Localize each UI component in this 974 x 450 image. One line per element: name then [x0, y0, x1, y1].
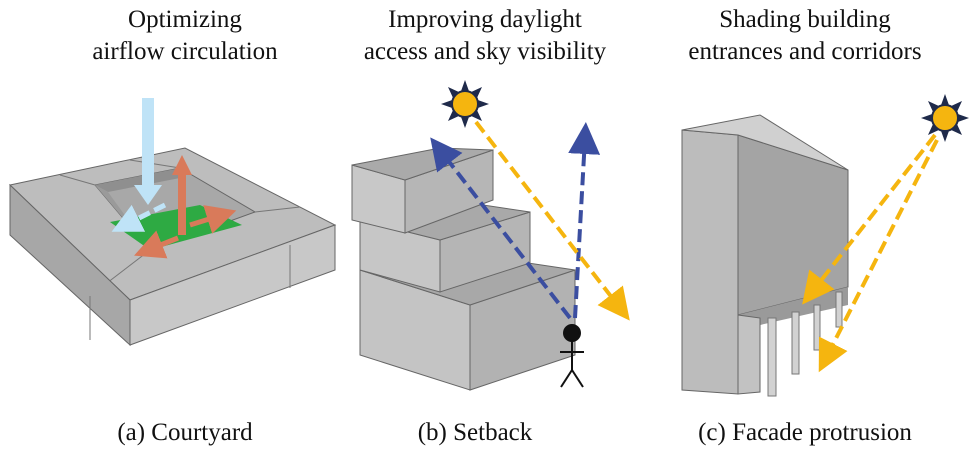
- panel-b-title: Improving daylight access and sky visibi…: [363, 6, 607, 65]
- sun-icon: [441, 80, 489, 128]
- panel-c-title: Shading building entrances and corridors: [688, 6, 922, 65]
- shading-rays: [802, 133, 939, 373]
- courtyard-building: [8, 147, 337, 347]
- protrusion-building: [681, 114, 849, 397]
- airflow-arrows: [111, 98, 237, 259]
- sun-icon: [921, 94, 969, 142]
- panel-b-caption: (b) Setback: [417, 419, 533, 446]
- setback-building: [351, 147, 576, 391]
- sky-visibility-arrows: [430, 120, 630, 321]
- panel-c-caption: (c) Facade protrusion: [698, 419, 912, 446]
- panel-a-caption: (a) Courtyard: [117, 419, 253, 446]
- panel-a-title: Optimizing airflow circulation: [92, 6, 278, 65]
- person-icon: [560, 324, 584, 388]
